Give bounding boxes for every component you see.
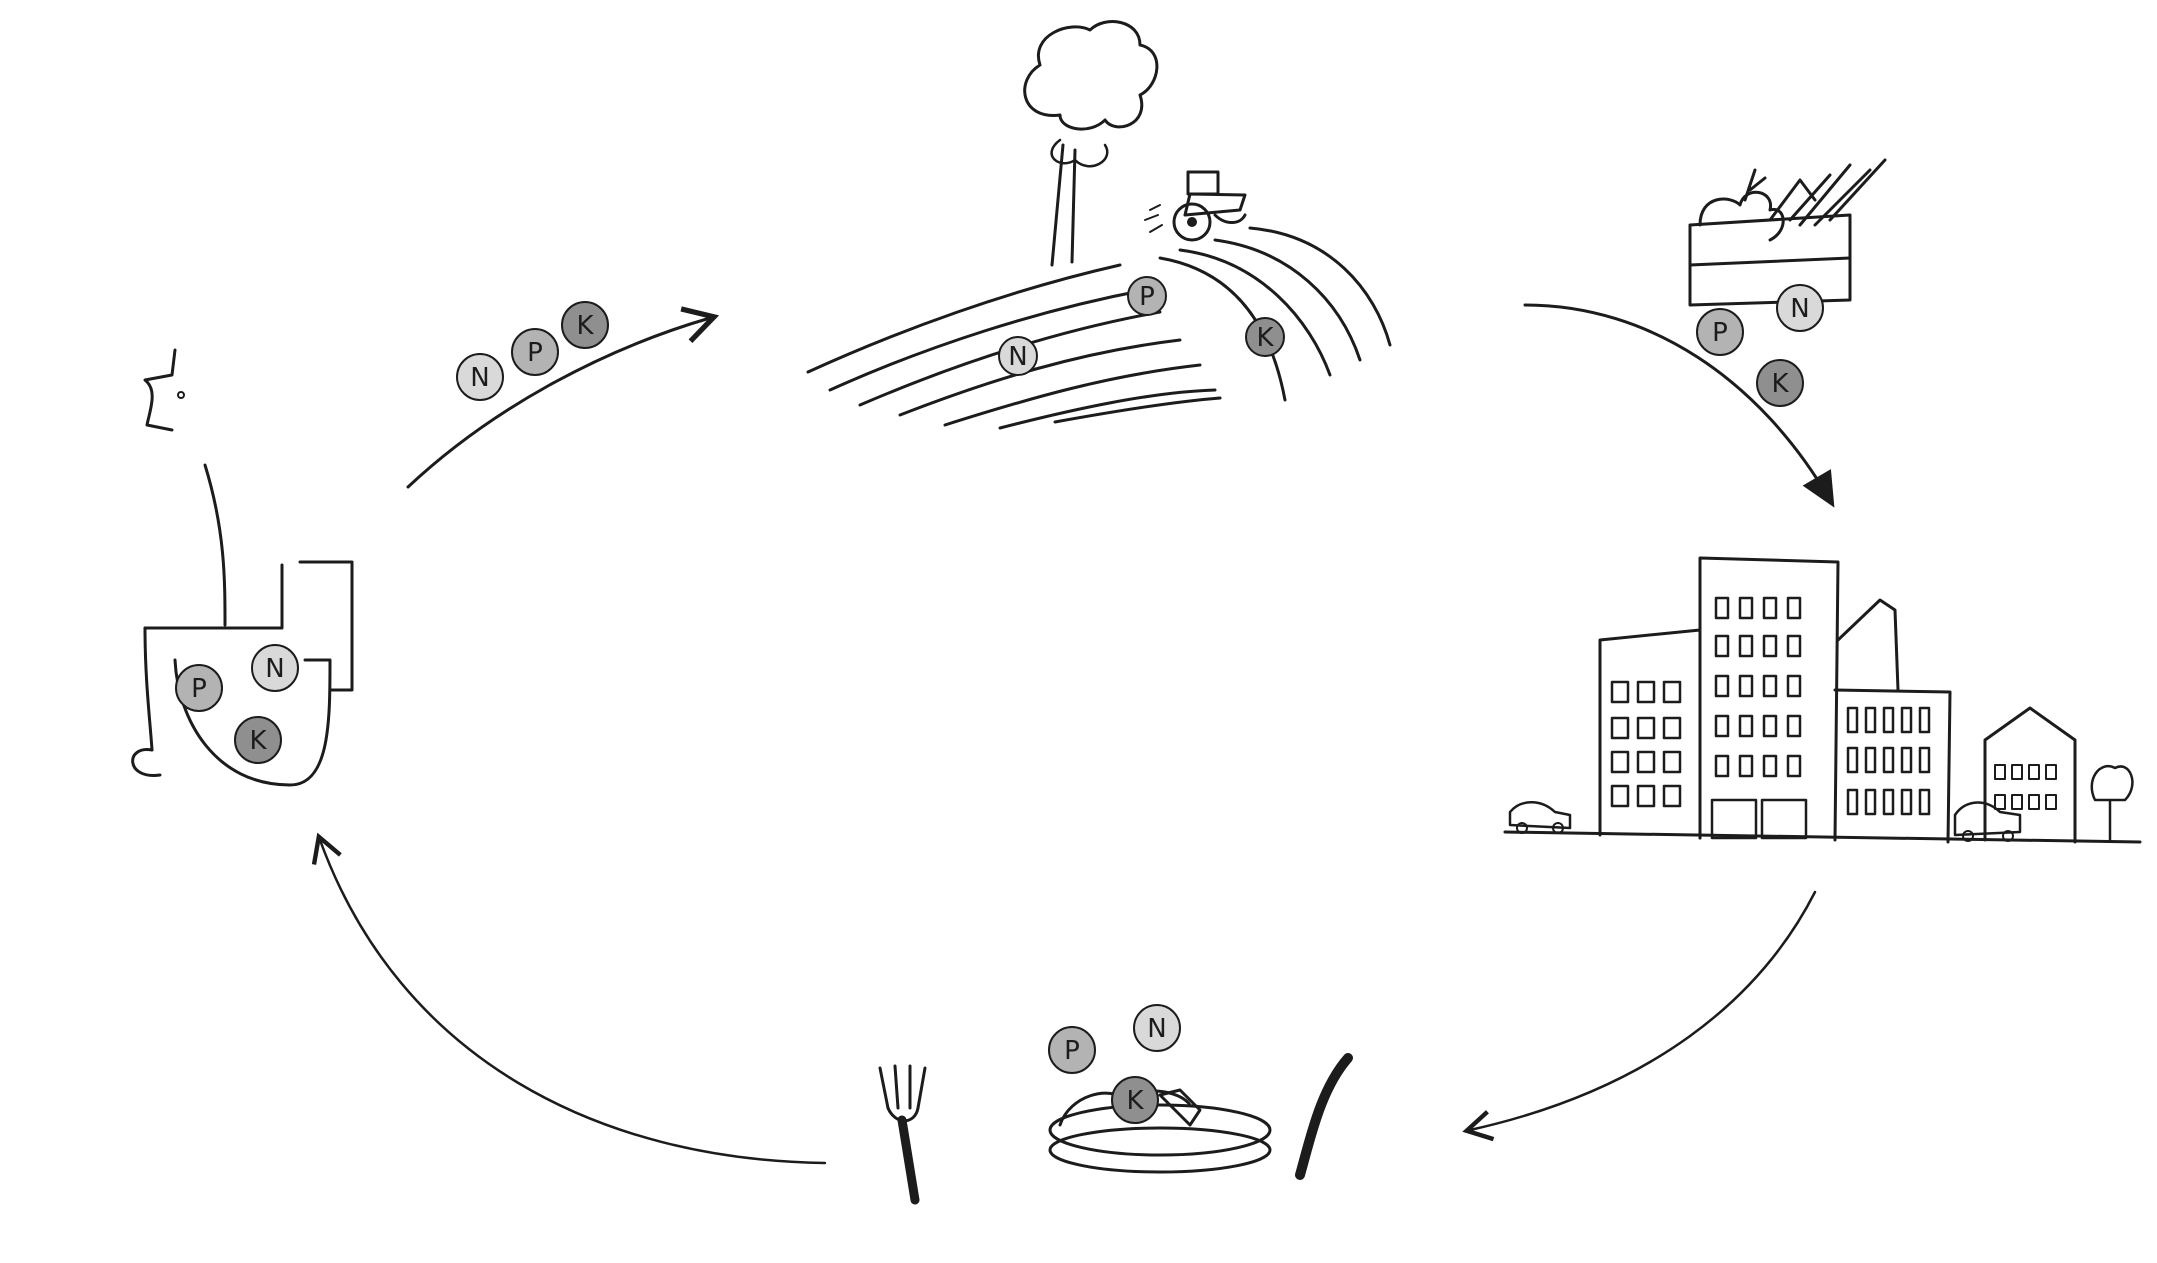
fork-icon [878,1064,927,1205]
nutrient-label: P [527,338,543,368]
nutrient-label: N [1008,342,1027,372]
nutrient-circle [1245,317,1285,357]
nutrient-p-badge: P [175,664,223,712]
building-small-house [1983,706,2077,844]
nutrient-label: K [249,726,267,756]
nutrient-circle [561,301,609,349]
nutrient-circle [175,664,223,712]
nutrient-label: N [470,363,489,393]
nutrient-label: P [1712,318,1728,348]
nutrient-k-badge: K [561,301,609,349]
nutrient-badges: N P K P N K P N K P N K P N K [175,276,1824,1124]
building-tall [1698,556,1840,842]
tree-icon [1023,20,1159,267]
nutrient-circle [511,328,559,376]
arrow-field-to-city [1523,303,1835,508]
vegetable-crate-icon [1688,158,1887,307]
nutrient-circle [1111,1076,1159,1124]
nutrient-label: P [191,674,207,704]
nutrient-n-badge: N [998,336,1038,376]
field-furrows [806,226,1392,430]
nutrient-k-badge: K [234,716,282,764]
meal-plate-icon [1048,1088,1272,1174]
nutrient-label: N [1147,1014,1166,1044]
toilet-icon [131,348,354,787]
car-icon-right [1953,801,2022,842]
nutrient-n-badge: N [1776,284,1824,332]
nutrient-circle [1776,284,1824,332]
nutrient-n-badge: N [456,353,504,401]
nutrient-label: K [1256,323,1274,353]
nutrient-n-badge: N [1133,1004,1181,1052]
nutrient-circle [456,353,504,401]
building-left [1598,628,1702,840]
nutrient-circle [1133,1004,1181,1052]
building-right [1833,598,1952,844]
farm-field-icon [806,20,1392,430]
nutrient-circle [234,716,282,764]
nutrient-label: P [1064,1036,1080,1066]
nutrient-label: P [1139,282,1155,312]
city-icon [1503,556,2142,844]
nutrient-k-badge: K [1245,317,1285,357]
city-tree-icon [2090,765,2134,842]
nutrient-label: K [1771,369,1789,399]
nutrient-circle [998,336,1038,376]
nutrient-p-badge: P [1127,276,1167,316]
nutrient-circle [1696,308,1744,356]
nutrient-k-badge: K [1111,1076,1159,1124]
nutrient-p-badge: P [511,328,559,376]
nutrient-p-badge: P [1696,308,1744,356]
arrow-meal-to-toilet [311,832,827,1165]
nutrient-k-badge: K [1756,359,1804,407]
nutrient-label: K [1126,1086,1144,1116]
nutrient-n-badge: N [251,644,299,692]
nutrient-circle [1127,276,1167,316]
nutrient-p-badge: P [1048,1026,1096,1074]
tractor-icon [1144,170,1247,242]
nutrient-label: K [576,311,594,341]
knife-icon [1295,1053,1353,1180]
cycle-arrows [311,303,1835,1165]
arrow-toilet-to-field [406,306,720,489]
arrow-city-to-meal [1462,890,1817,1142]
car-icon [1508,801,1572,834]
nutrient-circle [1048,1026,1096,1074]
nutrient-label: N [1790,294,1809,324]
nutrient-label: N [265,654,284,684]
nutrient-circle [1756,359,1804,407]
nutrient-circle [251,644,299,692]
